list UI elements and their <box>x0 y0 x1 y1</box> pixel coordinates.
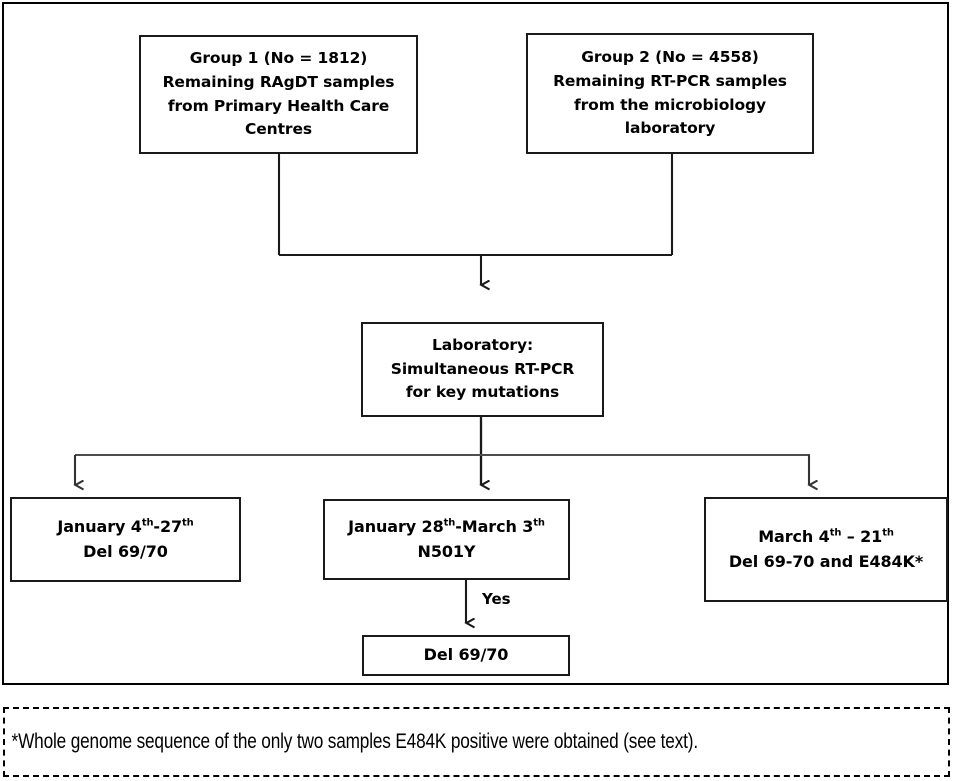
node-period-3-date-start: March 4 <box>758 527 830 547</box>
node-period-1: January 4th-27th Del 69/70 <box>10 497 241 582</box>
node-period-1-ordinal-1: th <box>141 517 154 529</box>
node-period-2-ordinal-1: th <box>443 517 456 529</box>
footnote-box: *Whole genome sequence of the only two s… <box>3 707 950 777</box>
node-period-3-line-2: Del 69-70 and E484K* <box>728 551 924 571</box>
node-group-2-line-2: Remaining RT-PCR samples <box>553 71 787 90</box>
node-laboratory: Laboratory: Simultaneous RT-PCR for key … <box>361 322 604 417</box>
node-period-2-date-start: January 28 <box>348 517 444 537</box>
node-period-3: March 4th – 21th Del 69-70 and E484K* <box>704 497 948 602</box>
node-laboratory-line-1: Laboratory: <box>431 336 534 355</box>
node-result-line-1: Del 69/70 <box>423 645 509 665</box>
node-group-2: Group 2 (No = 4558) Remaining RT-PCR sam… <box>526 33 814 154</box>
node-period-1-line-2: Del 69/70 <box>83 541 168 561</box>
node-period-2-line-1: January 28th-March 3th <box>348 515 545 539</box>
node-period-2-date-end: -March 3 <box>455 517 534 537</box>
node-group-2-line-4: laboratory <box>624 119 716 138</box>
node-period-2-ordinal-2: th <box>533 517 545 529</box>
node-group-2-line-3: from the microbiology <box>574 95 766 114</box>
node-period-1-date-start: January 4 <box>57 517 142 537</box>
node-group-2-line-1: Group 2 (No = 4558) <box>581 48 759 67</box>
node-laboratory-line-3: for key mutations <box>405 383 560 402</box>
node-group-1-line-3: from Primary Health Care <box>167 96 390 115</box>
node-period-3-ordinal-2: th <box>882 527 894 539</box>
edge-label-yes: Yes <box>482 590 511 608</box>
edge-groups-to-laboratory <box>277 154 674 285</box>
node-group-1-line-1: Group 1 (No = 1812) <box>189 49 368 68</box>
node-period-1-ordinal-2: th <box>182 517 194 529</box>
node-period-2-line-2: N501Y <box>417 541 476 561</box>
node-period-3-ordinal-1: th <box>829 527 842 539</box>
node-period-3-line-1: March 4th – 21th <box>758 525 894 549</box>
node-laboratory-line-2: Simultaneous RT-PCR <box>390 359 575 378</box>
footnote-text: *Whole genome sequence of the only two s… <box>11 730 699 753</box>
node-period-3-date-end: – 21 <box>841 527 883 547</box>
node-period-1-line-1: January 4th-27th <box>57 515 193 539</box>
node-group-1: Group 1 (No = 1812) Remaining RAgDT samp… <box>139 35 418 154</box>
node-result-del-69-70: Del 69/70 <box>362 635 570 676</box>
node-group-1-line-2: Remaining RAgDT samples <box>162 72 395 91</box>
node-group-1-line-4: Centres <box>244 120 312 139</box>
node-period-2: January 28th-March 3th N501Y <box>323 499 570 580</box>
node-period-1-date-end: -27 <box>153 517 183 537</box>
diagram-frame: Group 1 (No = 1812) Remaining RAgDT samp… <box>2 2 949 685</box>
